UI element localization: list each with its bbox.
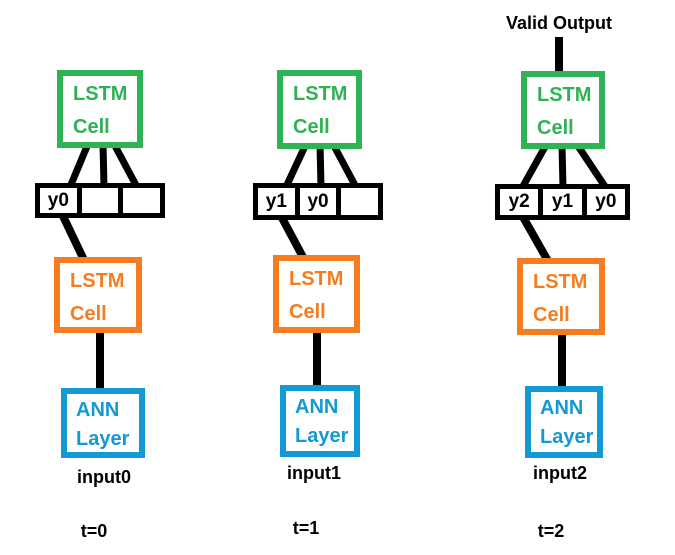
lstm-cell-output-box-t1: LSTM Cell xyxy=(277,70,362,149)
ann-layer-box-t2: ANN Layer xyxy=(525,386,603,458)
input-label-t2: input2 xyxy=(533,463,587,483)
box-label-line: LSTM xyxy=(289,268,344,290)
lstm-cell-output-box-t0: LSTM Cell xyxy=(57,70,143,148)
output-buffer-t2: y2 y1 y0 xyxy=(495,184,630,220)
box-label-line: ANN xyxy=(295,396,339,418)
output-buffer-t1: y1 y0 xyxy=(253,183,383,220)
box-label-line: Cell xyxy=(73,116,110,138)
lstm-cell-hidden-box-t1: LSTM Cell xyxy=(273,255,360,333)
box-label-line: LSTM xyxy=(293,83,348,105)
buffer-cell-t0-2 xyxy=(123,188,160,213)
time-label-t2: t=2 xyxy=(537,521,565,541)
box-label-line: Layer xyxy=(540,426,594,448)
box-label-line: LSTM xyxy=(73,83,128,105)
buffer-cell-t2-0: y2 xyxy=(500,189,544,215)
buffer-cell-t0-1 xyxy=(82,188,124,213)
buffer-cell-t1-0: y1 xyxy=(258,188,300,215)
buffer-cell-t1-2 xyxy=(341,188,378,215)
buffer-cell-t0-0: y0 xyxy=(40,188,82,213)
buffer-cell-t1-1: y0 xyxy=(300,188,342,215)
time-label-t1: t=1 xyxy=(292,518,320,538)
box-label-line: LSTM xyxy=(70,270,125,292)
buffer-cell-t2-1: y1 xyxy=(543,189,587,215)
box-label-line: LSTM xyxy=(533,271,588,293)
box-label-line: LSTM xyxy=(537,84,592,106)
box-label-line: ANN xyxy=(540,397,584,419)
box-label-line: Cell xyxy=(293,116,330,138)
box-label-line: Cell xyxy=(533,304,570,326)
lstm-cell-output-box-t2: LSTM Cell xyxy=(521,71,605,149)
buffer-cell-t2-2: y0 xyxy=(595,191,617,212)
input-label-t0: input0 xyxy=(77,467,131,487)
output-buffer-t0: y0 xyxy=(35,183,165,218)
box-label-line: Layer xyxy=(295,425,349,447)
box-label-line: ANN xyxy=(76,399,120,421)
box-label-line: Layer xyxy=(76,428,130,450)
lstm-cell-hidden-box-t0: LSTM Cell xyxy=(54,257,142,333)
ann-layer-box-t0: ANN Layer xyxy=(61,388,145,458)
input-label-t1: input1 xyxy=(287,463,341,483)
ann-layer-box-t1: ANN Layer xyxy=(280,385,360,457)
box-label-line: Cell xyxy=(289,301,326,323)
valid-output-label: Valid Output xyxy=(506,13,612,33)
lstm-cell-hidden-box-t2: LSTM Cell xyxy=(517,258,605,335)
box-label-line: Cell xyxy=(70,303,107,325)
box-label-line: Cell xyxy=(537,117,574,139)
time-label-t0: t=0 xyxy=(80,521,108,541)
